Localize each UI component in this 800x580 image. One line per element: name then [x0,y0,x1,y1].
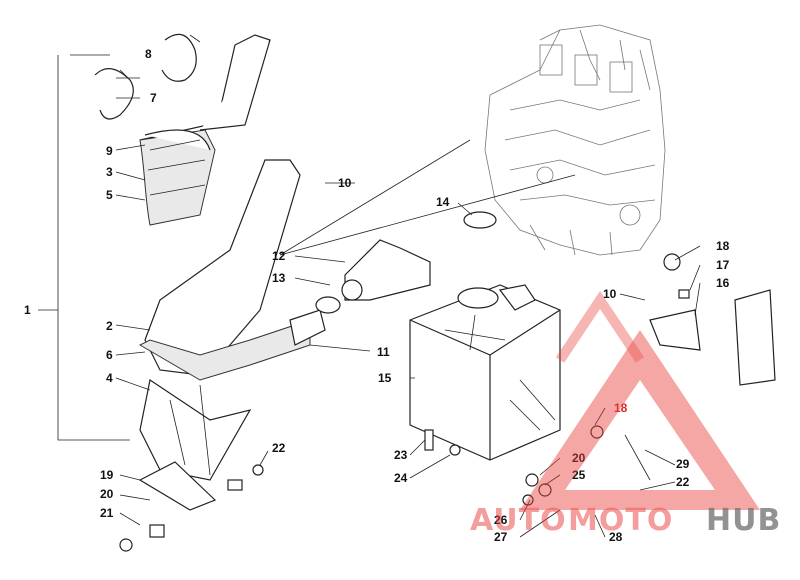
callout-27: 27 [494,530,508,544]
callout-22b: 22 [676,475,690,489]
watermark-text-hub: HUB [706,503,781,538]
callout-12: 12 [272,249,286,263]
callout-15: 15 [378,371,392,385]
resonator-box [409,284,561,461]
callout-28: 28 [609,530,623,544]
exhaust-pipe [138,159,326,481]
callout-24: 24 [394,471,408,485]
callout-8: 8 [145,47,152,61]
callout-25: 25 [572,468,586,482]
callout-2: 2 [106,319,113,333]
engine-illustration [484,24,666,256]
callout-13: 13 [272,271,286,285]
callout-4: 4 [106,371,113,385]
callout-6: 6 [106,348,113,362]
bracket-line [38,54,130,441]
callout-3: 3 [106,165,113,179]
callout-10b: 10 [603,287,617,301]
callout-17: 17 [716,258,730,272]
grommet [463,211,497,229]
callout-18b: 18 [614,401,628,415]
watermark-text-auto: AUTO [470,503,567,538]
callout-7: 7 [150,91,157,105]
callout-20b: 20 [572,451,586,465]
callout-18a: 18 [716,239,730,253]
callout-16: 16 [716,276,730,290]
watermark-triangle-icon [520,330,760,510]
callout-26: 26 [494,513,508,527]
callout-23: 23 [394,448,408,462]
watermark-text-moto: MOTO [568,503,673,538]
callout-10a: 10 [338,176,352,190]
head-pipe [315,239,431,314]
leader-lines [115,77,701,538]
heat-shield [138,461,217,511]
callout-20a: 20 [100,487,114,501]
hardware [119,425,651,552]
callout-5: 5 [106,188,113,202]
callout-1: 1 [24,303,31,317]
callout-labels: 1 2 3 4 5 6 7 8 9 10 10 11 12 13 14 15 1… [24,47,730,544]
callout-22a: 22 [272,441,286,455]
callout-9: 9 [106,144,113,158]
callout-14: 14 [436,195,450,209]
silencer-assembly [139,34,271,226]
spring-set [94,33,201,120]
callout-29: 29 [676,457,690,471]
callout-11: 11 [377,345,390,359]
callout-19: 19 [100,468,114,482]
watermark-logo: AUTO MOTO HUB [470,290,781,538]
callout-21: 21 [100,506,114,520]
mounting-bracket [649,253,776,386]
